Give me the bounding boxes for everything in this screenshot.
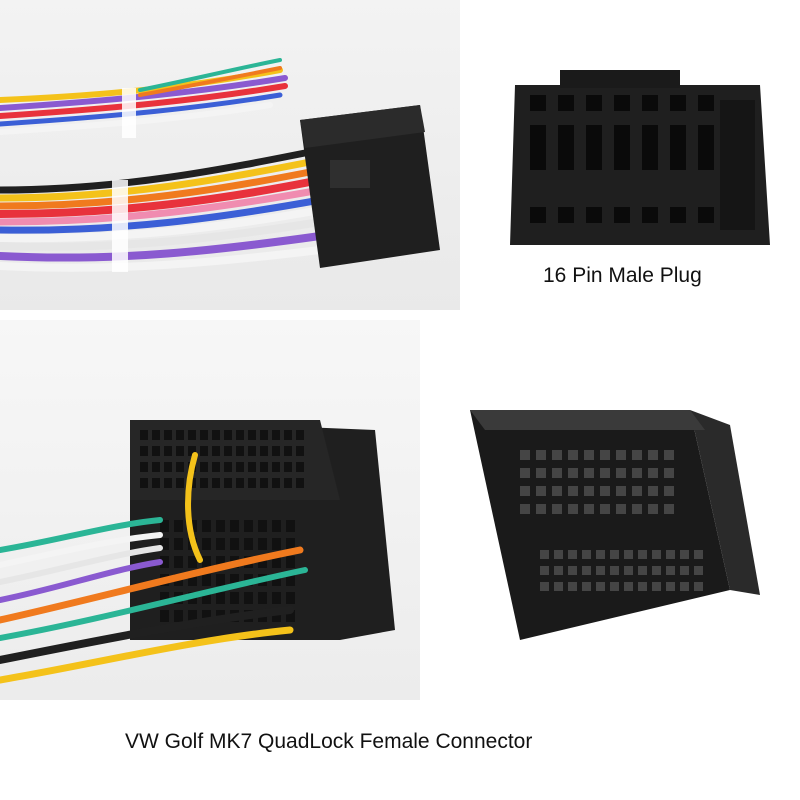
male-plug-caption: 16 Pin Male Plug <box>543 264 702 287</box>
male-plug-photo <box>470 40 800 280</box>
female-connector-caption: VW Golf MK7 QuadLock Female Connector <box>125 730 533 753</box>
quadlock-harness-photo <box>0 320 420 700</box>
quadlock-connector-photo <box>430 360 800 690</box>
harness-photo <box>0 0 460 310</box>
